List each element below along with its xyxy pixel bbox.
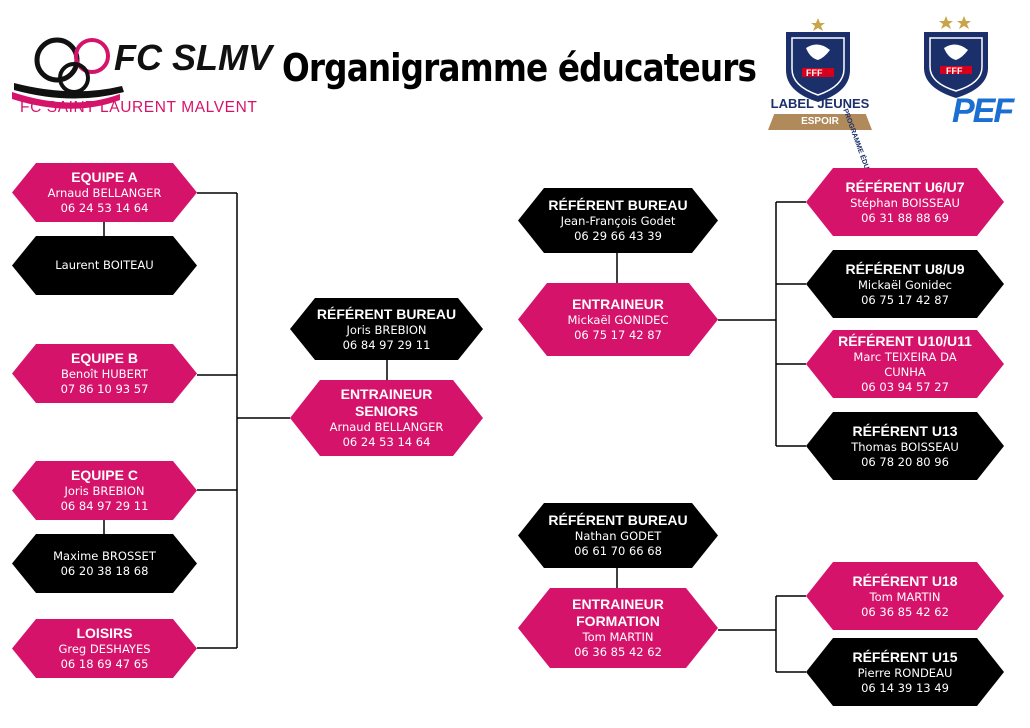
box-name: Joris BREBION — [64, 484, 145, 498]
box-title: RÉFÉRENT U8/U9 — [845, 260, 965, 277]
box-referent-bureau-ecole: RÉFÉRENT BUREAU Jean-François Godet 06 2… — [518, 188, 718, 253]
box-title: LOISIRS — [76, 625, 133, 641]
box-referent-bureau-seniors: RÉFÉRENT BUREAU Joris BREBION 06 84 97 2… — [290, 298, 483, 360]
box-referent-bureau-formation: RÉFÉRENT BUREAU Nathan GODET 06 61 70 66… — [518, 503, 718, 568]
box-phone: 06 75 17 42 87 — [861, 292, 949, 307]
box-phone: 06 03 94 57 27 — [861, 380, 949, 394]
box-name: Mickaël GONIDEC — [567, 313, 669, 327]
box-title: RÉFÉRENT U15 — [852, 648, 958, 665]
box-title: EQUIPE B — [71, 350, 138, 366]
box-referent-u8-u9: RÉFÉRENT U8/U9 Mickaël Gonidec 06 75 17 … — [806, 250, 1004, 318]
box-title: RÉFÉRENT BUREAU — [316, 305, 457, 322]
box-name: Stéphan BOISSEAU — [850, 195, 960, 210]
box-name: Arnaud BELLANGER — [329, 420, 444, 434]
box-name: Pierre RONDEAU — [857, 665, 953, 680]
fff-label-text: FFF — [806, 68, 823, 78]
box-loisirs: LOISIRS Greg DESHAYES 06 18 69 47 65 — [12, 619, 197, 678]
box-name: Tom MARTIN — [869, 589, 941, 604]
box-phone: 06 36 85 42 62 — [574, 645, 662, 659]
box-referent-u13: RÉFÉRENT U13 Thomas BOISSEAU 06 78 20 80… — [806, 412, 1004, 480]
box-title: EQUIPE C — [71, 467, 138, 483]
box-name: Thomas BOISSEAU — [851, 439, 959, 454]
box-phone: 06 84 97 29 11 — [342, 337, 431, 352]
club-logo-text: FC SLMV — [114, 37, 272, 78]
box-title: RÉFÉRENT BUREAU — [548, 197, 688, 213]
box-referent-u15: RÉFÉRENT U15 Pierre RONDEAU 06 14 39 13 … — [806, 638, 1004, 706]
box-phone: 06 78 20 80 96 — [861, 454, 949, 469]
box-name: Mickaël Gonidec — [858, 277, 952, 292]
box-phone: 06 14 39 13 49 — [861, 680, 949, 695]
box-name: Arnaud BELLANGER — [47, 186, 162, 200]
box-title: RÉFÉRENT BUREAU — [548, 512, 688, 528]
box-equipe-a-assistant: Laurent BOITEAU — [12, 236, 197, 295]
box-title: RÉFÉRENT U6/U7 — [845, 178, 965, 195]
box-referent-u18: RÉFÉRENT U18 Tom MARTIN 06 36 85 42 62 — [806, 562, 1004, 630]
box-equipe-a: EQUIPE A Arnaud BELLANGER 06 24 53 14 64 — [12, 163, 197, 222]
box-equipe-b: EQUIPE B Benoît HUBERT 07 86 10 93 57 — [12, 344, 197, 403]
box-name: Benoît HUBERT — [60, 367, 149, 381]
fff-pef-badge-icon — [924, 16, 988, 98]
box-referent-u10-u11: RÉFÉRENT U10/U11 Marc TEIXEIRA DA CUNHA … — [806, 330, 1004, 398]
box-phone: 06 36 85 42 62 — [861, 604, 949, 619]
box-entraineur-seniors: ENTRAINEUR SENIORS Arnaud BELLANGER 06 2… — [290, 380, 483, 456]
box-phone: 06 31 88 88 69 — [861, 210, 949, 225]
box-name: Marc TEIXEIRA DA CUNHA — [853, 350, 957, 379]
box-name: Jean-François Godet — [560, 214, 676, 228]
box-phone: 06 24 53 14 64 — [342, 435, 431, 449]
label-jeunes-text: LABEL JEUNES — [770, 96, 870, 111]
fff-label-jeunes-badge-icon — [786, 18, 850, 102]
box-phone: 06 84 97 29 11 — [60, 499, 149, 513]
box-title: ENTRAINEUR FORMATION — [572, 596, 664, 629]
box-title: ENTRAINEUR SENIORS — [340, 386, 433, 419]
box-title: RÉFÉRENT U10/U11 — [838, 333, 972, 349]
box-phone: 06 61 70 66 68 — [574, 544, 662, 558]
pef-logo-text: PEF — [952, 92, 1014, 130]
box-name: Greg DESHAYES — [58, 642, 151, 656]
club-logo-icon — [12, 37, 124, 109]
box-name: Joris BREBION — [346, 322, 427, 337]
box-title: ENTRAINEUR — [572, 296, 664, 312]
box-phone: 06 75 17 42 87 — [574, 328, 662, 342]
box-phone: 06 20 38 18 68 — [60, 563, 149, 578]
box-phone: 06 24 53 14 64 — [60, 201, 149, 215]
box-phone: 07 86 10 93 57 — [60, 382, 149, 396]
box-entraineur-formation: ENTRAINEUR FORMATION Tom MARTIN 06 36 85… — [518, 588, 718, 668]
box-title: RÉFÉRENT U18 — [852, 572, 958, 589]
box-name: Nathan GODET — [574, 529, 662, 543]
box-name: Tom MARTIN — [582, 630, 654, 644]
box-phone: 06 29 66 43 39 — [574, 229, 662, 243]
box-entraineur-ecole: ENTRAINEUR Mickaël GONIDEC 06 75 17 42 8… — [518, 283, 718, 356]
box-title: RÉFÉRENT U13 — [852, 422, 958, 439]
box-name: Maxime BROSSET — [53, 548, 156, 563]
page-title: Organigramme éducateurs — [282, 46, 757, 90]
label-espoir-text: ESPOIR — [768, 114, 872, 130]
club-full-name: FC SAINT LAURENT MALVENT — [20, 99, 258, 116]
box-phone: 06 18 69 47 65 — [60, 657, 149, 671]
box-equipe-c-assistant: Maxime BROSSET 06 20 38 18 68 — [12, 534, 197, 593]
box-referent-u6-u7: RÉFÉRENT U6/U7 Stéphan BOISSEAU 06 31 88… — [806, 168, 1004, 236]
fff-pef-text: FFF — [946, 66, 963, 76]
box-equipe-c: EQUIPE C Joris BREBION 06 84 97 29 11 — [12, 461, 197, 520]
box-title: EQUIPE A — [71, 169, 138, 185]
box-name: Laurent BOITEAU — [55, 258, 154, 272]
